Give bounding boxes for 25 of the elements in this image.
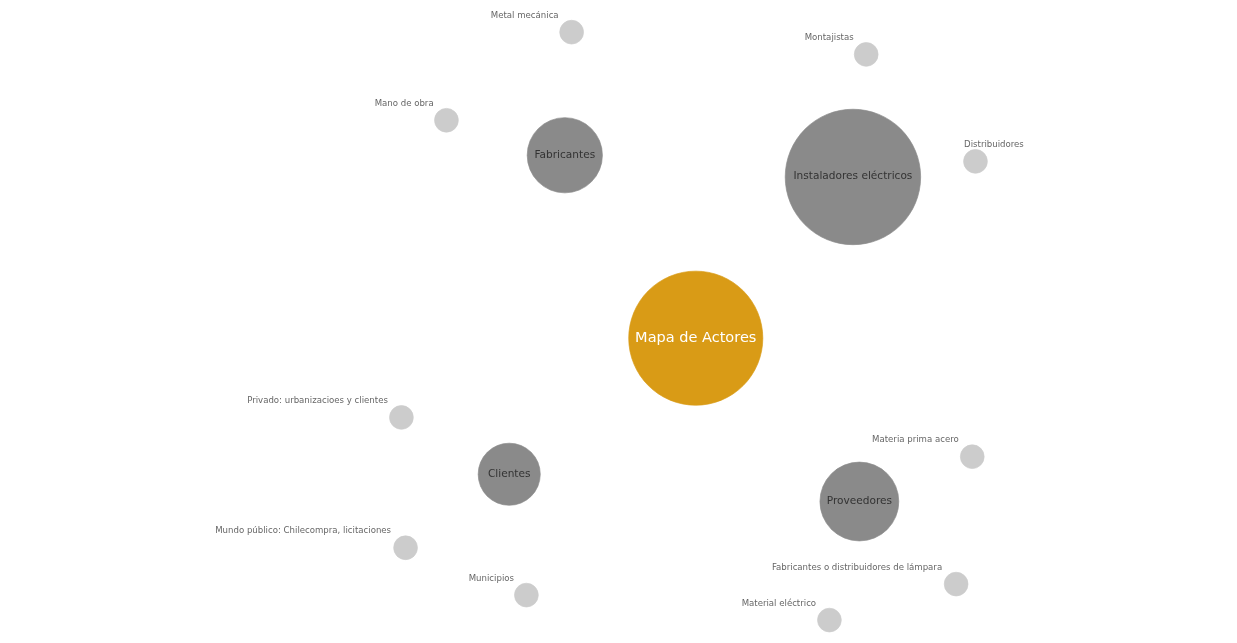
node-label: Mano de obra xyxy=(374,98,434,108)
node-circle xyxy=(389,405,414,430)
node-circle xyxy=(514,582,539,608)
node-circle xyxy=(853,42,879,67)
node-circle xyxy=(943,571,969,597)
node-circle: Mapa de Actores xyxy=(628,270,764,406)
node-label: Material eléctrico xyxy=(741,597,817,608)
node-label: Mundo público: Chilecompra, licitaciones xyxy=(215,525,392,536)
node-label: Fabricantes o distribuidores de lámpara xyxy=(771,561,943,572)
node-circle: Clientes xyxy=(477,442,541,506)
node-label: Privado: urbanizacioes y clientes xyxy=(247,395,388,406)
node-circle xyxy=(559,19,584,45)
node-circle xyxy=(963,149,988,174)
node-circle xyxy=(393,535,418,560)
node-circle: Proveedores xyxy=(819,461,900,542)
node-label: Distribuidores xyxy=(964,139,1024,150)
node-label: Metal mecánica xyxy=(490,9,559,20)
node-circle xyxy=(817,607,842,633)
node-circle xyxy=(960,444,985,469)
node-circle: Fabricantes xyxy=(526,117,603,194)
node-circle xyxy=(434,108,459,133)
node-label: Materia prima acero xyxy=(872,434,959,445)
node-label: Municipios xyxy=(468,572,515,583)
node-label: Montajistas xyxy=(804,32,854,43)
node-circle: Instaladores eléctricos xyxy=(784,108,921,245)
